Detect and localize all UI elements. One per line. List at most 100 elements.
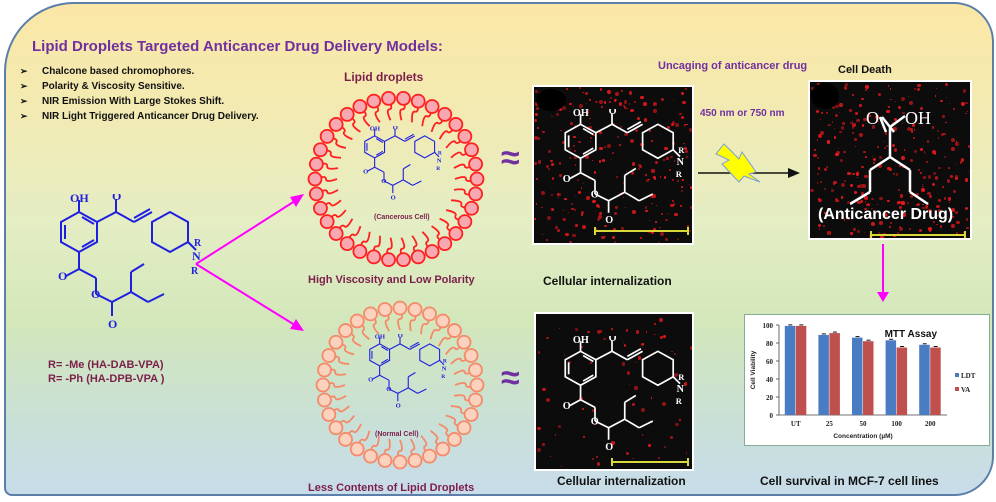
fluorescence-dot <box>935 176 939 180</box>
fluorescence-dot <box>689 345 692 350</box>
fluorescence-dot <box>856 171 860 174</box>
fluorescence-dot <box>573 208 577 212</box>
fluorescence-dot <box>683 124 686 127</box>
fluorescence-dot <box>968 170 970 173</box>
fluorescence-dot <box>683 100 686 104</box>
fluorescence-dot <box>841 183 845 187</box>
fluorescence-dot <box>615 92 620 97</box>
fluorescence-dot <box>542 443 546 447</box>
fluorescence-dot <box>648 129 651 133</box>
fluorescence-dot <box>842 122 845 125</box>
fluorescence-dot <box>558 192 562 196</box>
fluorescence-dot <box>567 211 569 214</box>
fluorescence-dot <box>861 165 865 169</box>
fluorescence-dot <box>574 194 577 197</box>
lipid-head <box>435 313 451 329</box>
fluorescence-dot <box>576 179 579 182</box>
fluorescence-dot <box>820 181 822 183</box>
fluorescence-dot <box>852 227 856 231</box>
fluorescence-dot <box>915 192 919 196</box>
fluorescence-dot <box>556 193 560 197</box>
image-mask <box>536 89 566 111</box>
fluorescence-dot <box>673 160 676 163</box>
fluorescence-dot <box>569 147 572 151</box>
fluorescence-dot <box>597 215 602 220</box>
fluorescence-dot <box>661 213 664 216</box>
chalcone-molecule-structure: OH O O O O N R R <box>58 194 202 329</box>
less-contents-caption: Less Contents of Lipid Droplets <box>308 482 475 494</box>
fluorescence-dot <box>909 194 913 198</box>
lipid-droplets-heading: Lipid droplets <box>344 70 424 84</box>
lipid-head <box>363 306 378 322</box>
fluorescence-dot <box>883 140 886 142</box>
fluorescence-dot <box>907 201 910 204</box>
fluorescence-dot <box>620 89 624 92</box>
lipid-head <box>463 407 479 422</box>
fluorescence-dot <box>835 152 839 157</box>
lipid-head <box>319 128 335 144</box>
fluorescence-dot <box>899 164 902 168</box>
x-tick-label: 200 <box>925 420 936 428</box>
fluorescence-dot <box>832 121 834 123</box>
fluorescence-dot <box>550 159 553 163</box>
fluorescence-dot <box>588 125 593 130</box>
x-tick-label: 25 <box>826 420 834 428</box>
lipid-head <box>321 407 337 422</box>
fluorescence-dot <box>587 109 589 111</box>
fluorescence-dot <box>816 109 820 113</box>
uncaging-heading: Uncaging of anticancer drug <box>658 60 808 72</box>
fluorescence-dot <box>956 220 960 225</box>
fluorescence-dot <box>625 451 630 455</box>
fluorescence-dot <box>928 208 933 213</box>
fluorescence-dot <box>816 173 819 176</box>
fluorescence-dot <box>669 169 671 171</box>
atom-label: O <box>591 416 599 427</box>
fluorescence-dot <box>586 196 590 201</box>
y-tick-label: 100 <box>763 322 774 330</box>
fluorescence-dot <box>586 110 589 114</box>
atom-label: N <box>442 365 447 372</box>
lipid-head <box>468 156 484 172</box>
fluorescence-dot <box>893 172 896 175</box>
scale-bar <box>611 458 689 466</box>
fluorescence-dot <box>919 171 923 175</box>
fluorescence-dot <box>871 198 874 201</box>
fluorescence-dot <box>623 132 628 137</box>
lipid-head <box>437 106 453 122</box>
bar-ldt <box>885 340 897 415</box>
fluorescence-dot <box>564 197 567 201</box>
fluorescence-dot <box>671 178 675 181</box>
lipid-head <box>396 90 411 106</box>
fluorescence-dot <box>824 188 827 191</box>
fluorescence-dot <box>582 407 585 410</box>
fluorescence-dot <box>637 123 640 125</box>
fluorescence-dot <box>589 99 592 102</box>
fluorescence-dot <box>623 100 628 104</box>
y-tick-label: 40 <box>766 376 774 384</box>
fluorescence-dot <box>950 208 955 213</box>
fluorescence-dot <box>943 197 947 200</box>
fluorescence-dot <box>535 89 539 93</box>
fluorescence-dot <box>964 178 969 182</box>
fluorescence-dot <box>549 455 552 457</box>
fluorescence-dot <box>603 100 607 104</box>
atom-label: O <box>563 174 571 185</box>
fluorescence-dot <box>667 213 669 215</box>
fluorescence-dot <box>562 106 566 111</box>
fluorescence-dot <box>872 157 876 161</box>
atom-label: O <box>563 401 571 412</box>
fluorescence-dot <box>681 92 685 96</box>
fluorescence-dot <box>917 84 921 88</box>
approx-symbol: ≈ <box>501 359 520 397</box>
fluorescence-dot <box>965 207 969 211</box>
fluorescence-dot <box>940 99 944 103</box>
fluorescence-dot <box>582 91 584 94</box>
fluorescence-dot <box>595 204 599 208</box>
bar-ldt <box>852 337 863 415</box>
lipid-head <box>424 244 440 259</box>
fluorescence-dot <box>849 121 853 125</box>
fluorescence-dot <box>833 237 838 238</box>
high-viscosity-caption: High Viscosity and Low Polarity <box>308 274 475 286</box>
fluorescence-dot <box>612 228 616 232</box>
fluorescence-dot <box>596 462 601 466</box>
